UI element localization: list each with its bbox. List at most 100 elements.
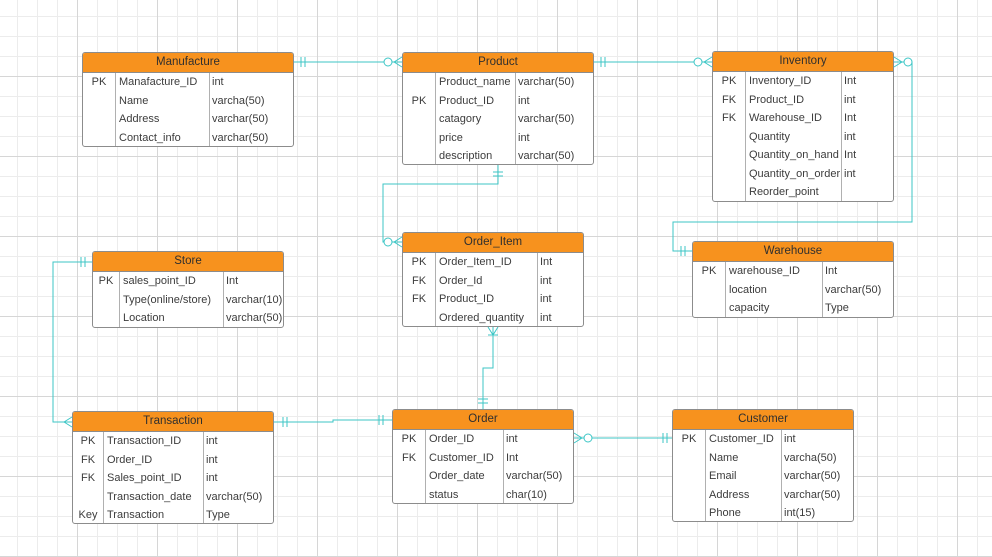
cardinality-circle (693, 57, 703, 67)
key-cell (403, 147, 435, 164)
field-name: price (439, 131, 463, 144)
field-name: Quantity (749, 130, 790, 143)
field-type: int (844, 130, 856, 143)
field-name: catagory (439, 113, 482, 125)
column-divider (435, 253, 436, 326)
field-type: int (212, 76, 224, 88)
key-cell: PK (681, 433, 697, 445)
field-name: Sales_point_ID (107, 472, 182, 484)
field-type: Type (825, 302, 849, 314)
key-cell: PK (80, 435, 96, 447)
column-divider (115, 73, 116, 146)
entity-title: Warehouse (693, 242, 893, 262)
key-cell (673, 449, 705, 468)
entity-title: Manufacture (83, 53, 293, 73)
key-cell (393, 486, 425, 504)
column-divider (103, 432, 104, 523)
field-type: varcha(50) (784, 451, 837, 464)
attribute-row: location varchar(50) (693, 281, 893, 300)
field-type: int (844, 93, 856, 106)
key-cell (673, 504, 705, 521)
attribute-row: Reorder_point (713, 183, 893, 201)
column-divider (425, 430, 426, 503)
field-name: Transaction (107, 509, 165, 521)
column-divider (435, 73, 436, 164)
field-name: Address (709, 488, 750, 501)
field-name: Address (119, 113, 160, 125)
key-cell (713, 128, 745, 147)
column-divider (515, 73, 516, 164)
attribute-row: FK Order_ID int (73, 451, 273, 470)
field-type: Int (540, 256, 553, 268)
field-name: Name (709, 451, 739, 464)
field-name: capacity (729, 302, 770, 314)
column-divider (203, 432, 204, 523)
crow-foot (393, 236, 403, 248)
field-type: int (844, 167, 856, 180)
key-cell: FK (80, 453, 96, 466)
column-divider (537, 253, 538, 326)
column-divider (781, 430, 782, 521)
key-cell: PK (91, 76, 107, 88)
field-type: varcha(50) (212, 94, 265, 107)
cardinality-circle (583, 433, 593, 443)
entity-title: Order_Item (403, 233, 583, 253)
field-name: Quantity_on_hand (749, 149, 839, 161)
crow-foot (893, 56, 903, 68)
entity-title: Inventory (713, 52, 893, 72)
crow-foot (573, 432, 583, 444)
field-name: sales_point_ID (123, 275, 196, 287)
column-divider (841, 72, 842, 201)
key-cell: PK (401, 433, 417, 445)
field-type: varchar(50) (825, 283, 882, 296)
field-name: Order_ID (107, 453, 153, 466)
field-name: location (729, 283, 767, 296)
field-type: int (206, 453, 218, 466)
field-name: Customer_ID (709, 433, 774, 445)
attribute-row: capacity Type (693, 299, 893, 317)
field-type: Type (206, 509, 230, 521)
field-name: Location (123, 312, 165, 324)
key-cell: FK (411, 274, 427, 287)
crow-foot (487, 326, 499, 336)
attribute-row: Quantity int (713, 128, 893, 147)
field-type: varchar(50) (506, 470, 563, 482)
key-cell (673, 486, 705, 505)
field-type: varchar(50) (518, 113, 575, 125)
key-cell: FK (80, 472, 96, 484)
key-cell: PK (411, 256, 427, 268)
field-name: Product_ID (439, 293, 495, 305)
field-type: varchar(50) (212, 131, 269, 144)
field-name: Transaction_ID (107, 435, 182, 447)
